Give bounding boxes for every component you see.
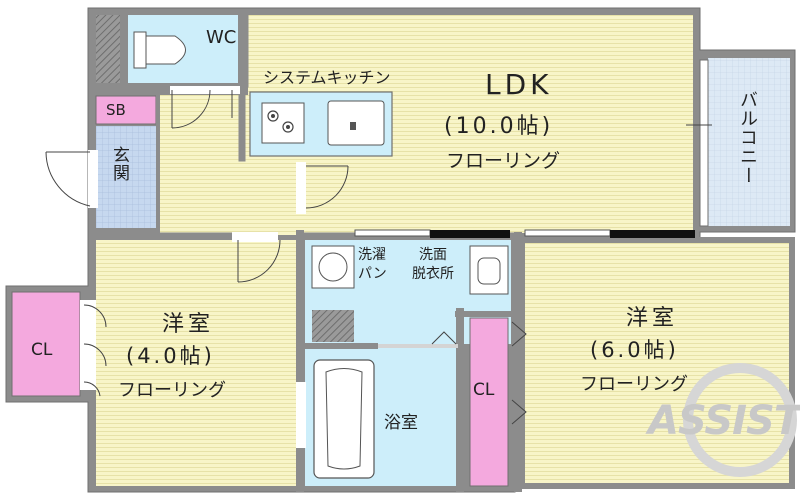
ldk-size-label: (10.0帖) bbox=[444, 114, 554, 139]
western-b-floor-label: フローリング bbox=[580, 374, 688, 395]
wash-hatch bbox=[312, 310, 354, 342]
balcony-label: バルコニー bbox=[737, 90, 758, 185]
closet-a-label: CL bbox=[31, 340, 53, 360]
ldk-label: LDK bbox=[485, 68, 553, 101]
watermark-circle bbox=[683, 363, 797, 477]
kitchen-label: システムキッチン bbox=[263, 68, 391, 87]
stove bbox=[261, 102, 305, 144]
closet-b-label: CL bbox=[473, 380, 495, 400]
western-a-floor-label: フローリング bbox=[118, 380, 226, 401]
closet-b-box bbox=[469, 317, 509, 487]
sliding-door-black bbox=[430, 230, 510, 238]
wc-storage-hatch bbox=[96, 15, 120, 83]
entrance-tile bbox=[96, 126, 156, 228]
washer-label: 洗濯 パン bbox=[358, 247, 387, 282]
western-a-label: 洋室 bbox=[162, 312, 215, 337]
toilet-tank bbox=[133, 31, 147, 69]
bathtub bbox=[313, 359, 375, 479]
western-b-label: 洋室 bbox=[626, 306, 679, 331]
washroom-label: 洗面 脱衣所 bbox=[412, 247, 454, 282]
washer-pan bbox=[311, 245, 355, 289]
western-a-floor bbox=[96, 240, 300, 486]
sb-box bbox=[95, 95, 157, 125]
hall-floor-2 bbox=[220, 155, 300, 235]
sliding-door-black-2 bbox=[610, 230, 695, 238]
ldk-floor-label: フローリング bbox=[446, 150, 561, 172]
toilet-bowl bbox=[145, 35, 186, 65]
western-b-size-label: (6.0帖) bbox=[590, 338, 679, 362]
doors bbox=[45, 86, 527, 448]
entrance-label: 玄関 bbox=[109, 146, 129, 182]
bath-label: 浴室 bbox=[384, 413, 418, 433]
balcony-area bbox=[708, 58, 790, 226]
sliding-door-left bbox=[354, 229, 431, 237]
western-a-size-label: (4.0帖) bbox=[126, 344, 215, 368]
vanity bbox=[469, 245, 509, 295]
assist-watermark: ASSIST bbox=[648, 398, 800, 444]
western-b-floor bbox=[522, 240, 792, 486]
wc-label: WC bbox=[206, 27, 237, 48]
sliding-door-right bbox=[524, 229, 611, 237]
sb-label: SB bbox=[106, 101, 126, 119]
closet-a-box bbox=[11, 291, 81, 397]
